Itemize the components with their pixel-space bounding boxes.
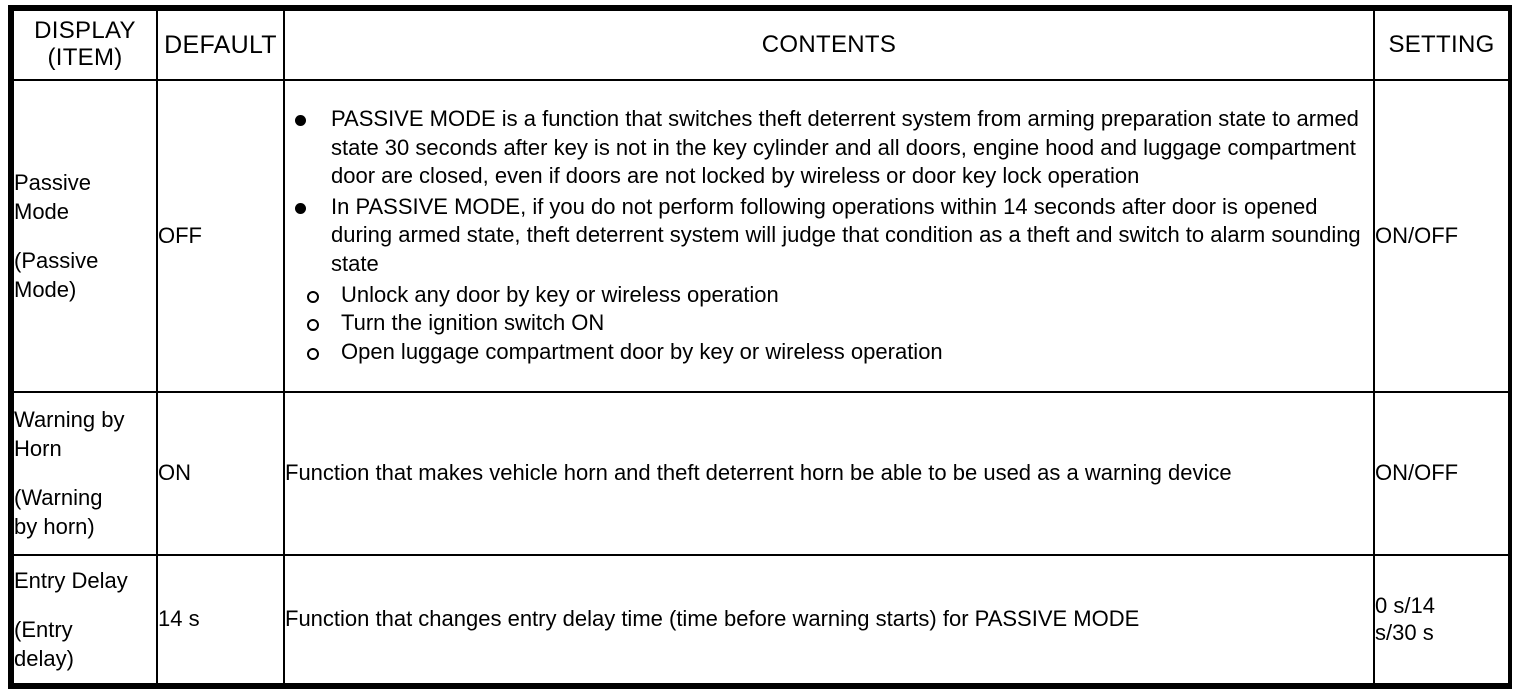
- cell-display-warning-by-horn: Warning by Horn (Warning by horn): [12, 390, 158, 556]
- cell-default-passive-mode: OFF: [156, 79, 285, 393]
- spec-table-container: DISPLAY (ITEM) DEFAULT CONTENTS SETTING …: [8, 5, 1512, 689]
- display-line2: Horn: [14, 436, 62, 462]
- hollow-bullet-icon: [307, 319, 319, 332]
- settings-specification-table: DISPLAY (ITEM) DEFAULT CONTENTS SETTING …: [12, 9, 1510, 686]
- cell-contents-passive-mode: PASSIVE MODE is a function that switches…: [283, 79, 1375, 393]
- hollow-bullet-icon: [307, 290, 319, 303]
- hollow-bullet-icon: [307, 347, 319, 360]
- cell-setting-warning-by-horn: ON/OFF: [1373, 390, 1510, 556]
- cell-display-entry-delay: Entry Delay (Entry delay): [12, 553, 158, 686]
- contents-bullet-list: PASSIVE MODE is a function that switches…: [285, 105, 1373, 279]
- display-line4: Mode): [14, 276, 77, 302]
- header-display-line1: DISPLAY: [34, 17, 136, 45]
- list-item: In PASSIVE MODE, if you do not perform f…: [285, 193, 1373, 279]
- display-line3: (Warning: [14, 485, 103, 511]
- column-header-display: DISPLAY (ITEM): [12, 9, 158, 81]
- table-header: DISPLAY (ITEM) DEFAULT CONTENTS SETTING: [12, 9, 1510, 81]
- display-line3: (Entry: [14, 616, 73, 642]
- list-item: PASSIVE MODE is a function that switches…: [285, 105, 1373, 191]
- cell-display-passive-mode: Passive Mode (Passive Mode): [12, 79, 158, 393]
- table-body: Passive Mode (Passive Mode) OFF PASSIVE …: [12, 79, 1510, 686]
- cell-default-entry-delay: 14 s: [156, 553, 285, 686]
- display-line1: Warning by: [14, 407, 125, 433]
- bullet-text: PASSIVE MODE is a function that switches…: [331, 106, 1359, 189]
- table-row: Entry Delay (Entry delay) 14 s Function …: [12, 553, 1510, 686]
- display-line2: Mode: [14, 198, 70, 224]
- cell-contents-entry-delay: Function that changes entry delay time (…: [283, 553, 1375, 686]
- display-spacer: [14, 226, 156, 246]
- filled-bullet-icon: [295, 115, 306, 127]
- list-item: Open luggage compartment door by key or …: [295, 338, 1373, 367]
- header-display-line2: (ITEM): [47, 44, 123, 71]
- setting-line2: s/30 s: [1375, 620, 1434, 646]
- display-line1: Entry Delay: [14, 567, 128, 593]
- subbullet-text: Open luggage compartment door by key or …: [341, 338, 943, 364]
- subbullet-text: Unlock any door by key or wireless opera…: [341, 281, 779, 307]
- display-spacer: [14, 595, 156, 615]
- display-line3: (Passive: [14, 247, 99, 273]
- column-header-default: DEFAULT: [156, 9, 285, 81]
- cell-contents-warning-by-horn: Function that makes vehicle horn and the…: [283, 390, 1375, 556]
- list-item: Unlock any door by key or wireless opera…: [295, 281, 1373, 310]
- column-header-setting: SETTING: [1373, 9, 1510, 81]
- setting-line1: 0 s/14: [1375, 592, 1435, 618]
- filled-bullet-icon: [295, 202, 306, 214]
- display-line4: delay): [14, 645, 74, 671]
- header-row: DISPLAY (ITEM) DEFAULT CONTENTS SETTING: [12, 9, 1510, 81]
- contents-text: Function that makes vehicle horn and the…: [285, 459, 1232, 485]
- display-line4: by horn): [14, 514, 95, 540]
- table-row: Warning by Horn (Warning by horn) ON Fun…: [12, 390, 1510, 556]
- cell-setting-passive-mode: ON/OFF: [1373, 79, 1510, 393]
- bullet-text: In PASSIVE MODE, if you do not perform f…: [331, 193, 1361, 277]
- cell-default-warning-by-horn: ON: [156, 390, 285, 556]
- cell-setting-entry-delay: 0 s/14 s/30 s: [1373, 553, 1510, 686]
- contents-text: Function that changes entry delay time (…: [285, 606, 1140, 632]
- contents-subbullet-list: Unlock any door by key or wireless opera…: [285, 281, 1373, 367]
- display-spacer: [14, 463, 156, 483]
- column-header-contents: CONTENTS: [283, 9, 1375, 81]
- display-line1: Passive: [14, 169, 92, 195]
- table-row: Passive Mode (Passive Mode) OFF PASSIVE …: [12, 79, 1510, 393]
- list-item: Turn the ignition switch ON: [295, 309, 1373, 338]
- subbullet-text: Turn the ignition switch ON: [341, 310, 605, 336]
